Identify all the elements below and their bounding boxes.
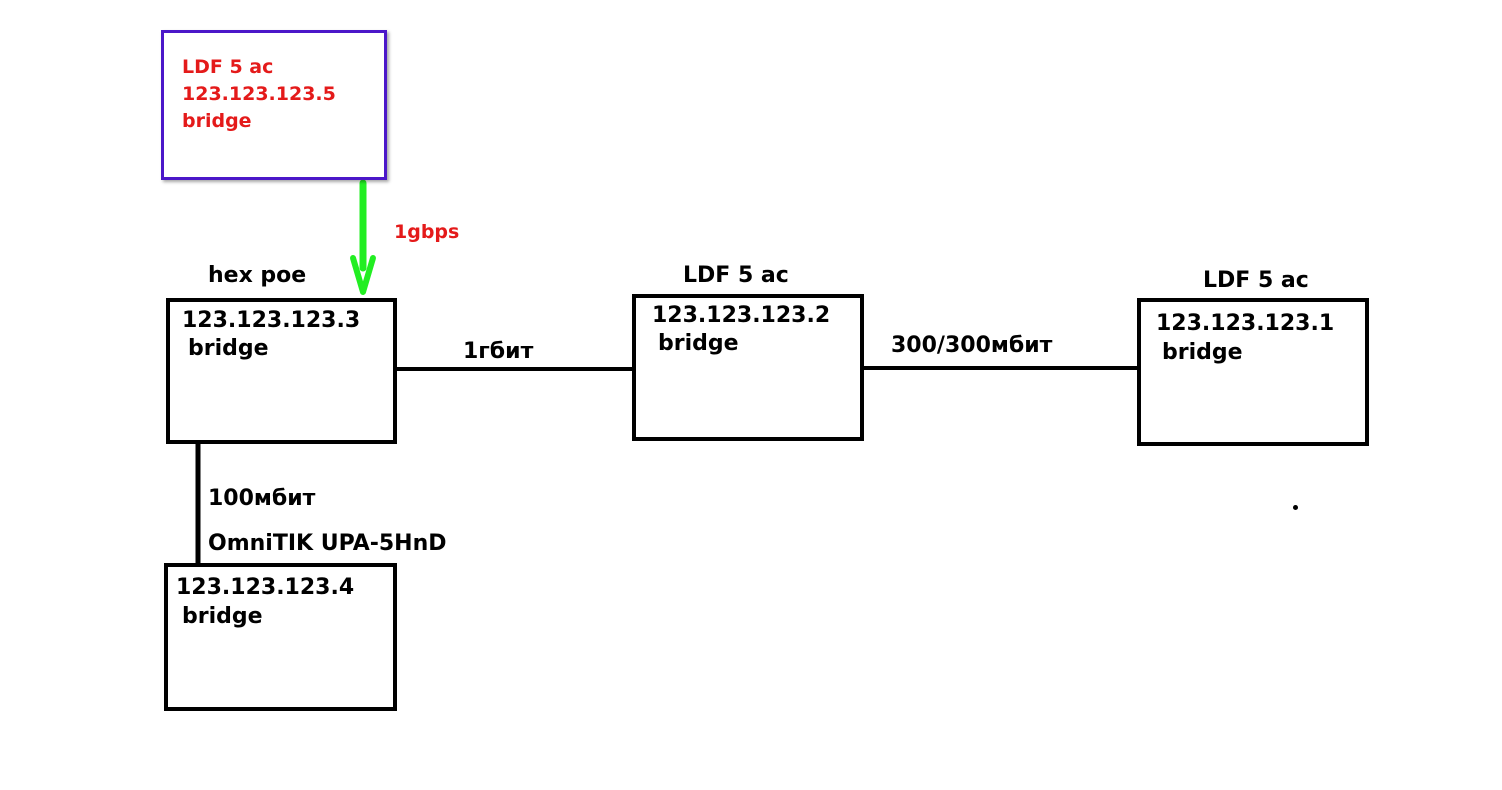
node-mid-mode: bridge xyxy=(658,331,739,356)
node-top-ldf xyxy=(161,30,387,180)
node-mid xyxy=(632,294,864,441)
node-right xyxy=(1137,298,1369,446)
node-top-model: LDF 5 ac xyxy=(182,56,274,78)
node-bottom xyxy=(164,563,397,711)
link-hex-mid-label: 1гбит xyxy=(463,339,534,364)
arrow-head-icon xyxy=(350,255,376,295)
node-bottom-mode: bridge xyxy=(182,604,263,629)
node-top-mode: bridge xyxy=(182,110,252,132)
node-hex-model: hex poe xyxy=(208,263,307,288)
node-bottom-model: OmniTIK UPA-5HnD xyxy=(208,531,447,556)
node-right-mode: bridge xyxy=(1162,340,1243,365)
node-mid-model: LDF 5 ac xyxy=(683,263,789,288)
node-top-ip: 123.123.123.5 xyxy=(182,83,336,105)
link-mid-right-label: 300/300мбит xyxy=(891,333,1053,358)
stray-dot xyxy=(1293,505,1298,510)
node-hex-ip: 123.123.123.3 xyxy=(182,308,361,333)
node-right-model: LDF 5 ac xyxy=(1203,268,1309,293)
node-bottom-ip: 123.123.123.4 xyxy=(176,575,355,600)
link-hex-bottom-label: 100мбит xyxy=(208,486,316,511)
node-mid-ip: 123.123.123.2 xyxy=(652,303,831,328)
link-top-hex-label: 1gbps xyxy=(394,221,460,243)
node-hex xyxy=(166,298,397,444)
node-hex-mode: bridge xyxy=(188,336,269,361)
node-right-ip: 123.123.123.1 xyxy=(1156,311,1335,336)
